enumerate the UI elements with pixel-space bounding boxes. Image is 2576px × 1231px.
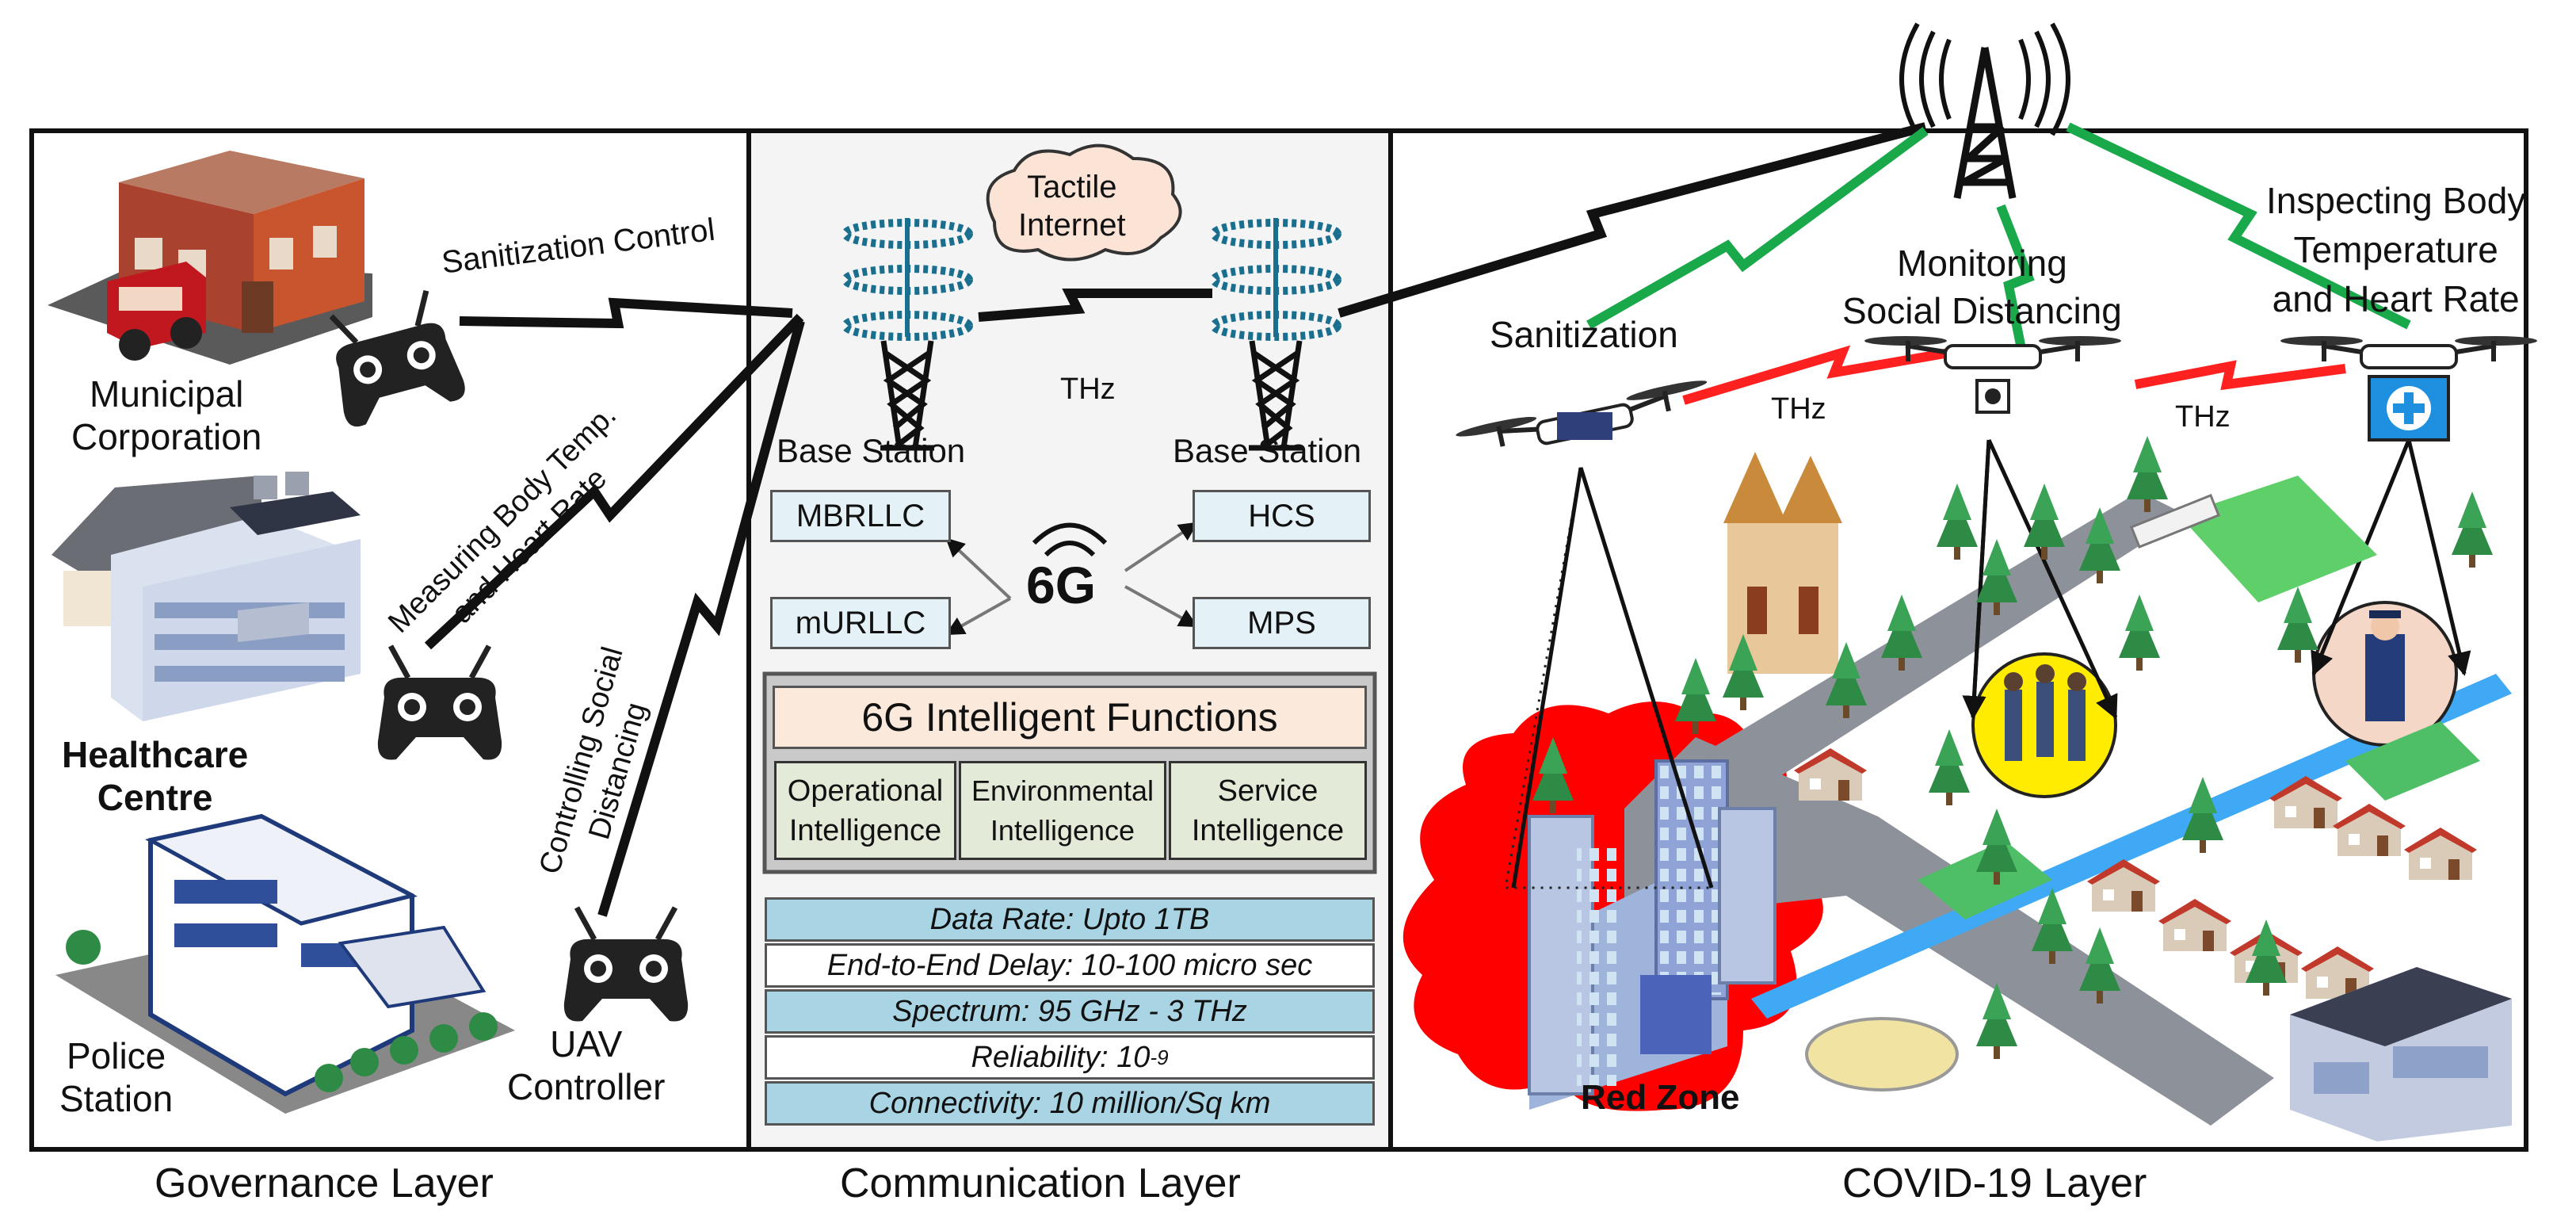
municipal-corporation-label: Municipal Corporation [71,373,262,457]
police-station-illustration [55,813,515,1114]
green-link-inspecting [2066,122,2411,330]
skyscraper-windows-1 [1577,848,1624,1086]
controller-icon-healthcare [378,646,502,760]
spec-reliability-text: Reliability: 10 [971,1040,1151,1074]
arrow-to-mbrllc [945,537,1012,600]
outer-frame [29,128,2528,1152]
controller-icon-uav [564,908,688,1022]
inspecting-drone-icon [2280,336,2537,442]
tactile-internet-cloud [986,143,1182,262]
murllc-box: mURLLC [770,597,951,649]
spray-edge-left [1511,467,1583,889]
spec-spectrum: Spectrum: 95 GHz - 3 THz [765,989,1375,1034]
red-zone-label: Red Zone [1581,1078,1740,1117]
inspect-arrow-right [2406,439,2471,676]
bottom-right-building [2290,967,2512,1141]
sixg-label: 6G [1026,556,1097,614]
mps-box: MPS [1193,597,1371,649]
link-sanitization-bolt [459,297,793,329]
green-link-monitoring [1996,204,2035,346]
sanitization-label: Sanitization [1490,314,1678,355]
spray-edge-right [1578,467,1714,889]
monitoring-drone-icon [1864,336,2121,414]
spec-reliability: Reliability: 10-9 [765,1035,1375,1080]
arrow-to-hcs [1124,522,1198,572]
uav-controller-label: UAV Controller [507,1023,666,1107]
garden-1 [1918,840,2052,919]
spec-delay: End-to-End Delay: 10-100 micro sec [765,943,1375,988]
covid-layer-title: COVID-19 Layer [1842,1160,2147,1206]
environmental-intelligence-cell: Environmental Intelligence [959,761,1166,860]
thz-label-1: THz [1771,392,1826,426]
monitoring-arrow-left [1962,439,1991,720]
police-station-label: Police Station [59,1035,174,1119]
thz-label-2: THz [2175,400,2231,434]
spec-data-rate: Data Rate: Upto 1TB [765,897,1375,942]
backhaul-link-bolt [1338,122,1927,318]
operational-intelligence-cell: Operational Intelligence [774,761,956,860]
thz-link-label: THz [1060,373,1116,406]
arrow-to-mps [1124,585,1199,628]
warehouse [2130,494,2220,549]
spec-connectivity: Connectivity: 10 million/Sq km [765,1081,1375,1126]
hcs-box: HCS [1193,490,1371,542]
thz-link-bolt [978,289,1212,322]
arrow-to-murllc [945,597,1011,636]
main-tower-icon [1899,22,2070,199]
intelligent-functions-title: 6G Intelligent Functions [773,686,1367,749]
stadium [1805,1017,1959,1091]
base-station-left-label: Base Station [777,432,966,469]
park-lawn [2179,476,2377,602]
tactile-internet-label: Tactile Internet [1018,170,1126,243]
people-icon-group [2004,664,2086,761]
red-link-thz-1 [1682,345,1951,405]
base-station-right-label: Base Station [1173,432,1362,469]
garden-2 [2345,721,2480,801]
spec-reliability-exponent: -9 [1150,1045,1169,1069]
skyscraper-windows-2 [1660,765,1723,995]
skyscraper-4 [1640,975,1712,1054]
road-upper [1704,491,2187,785]
police-officer-icon [2365,610,2405,721]
communication-layer-title: Communication Layer [840,1160,1241,1206]
sanitization-drone-icon [1455,377,1712,461]
mbrllc-box: MBRLLC [770,490,951,542]
river [1751,674,2512,1019]
governance-layer-title: Governance Layer [155,1160,494,1206]
healthcare-building-illustration [52,472,361,721]
house-4 [2404,828,2477,880]
wifi-6g-icon [1032,522,1108,557]
monitoring-arrow-right [1986,438,2118,720]
house-6 [2158,899,2231,951]
healthcare-centre-label: Healthcare Centre [62,734,249,818]
link-social-bolt [597,319,805,917]
house-3 [2333,804,2406,856]
municipal-building-illustration [48,151,372,365]
monitoring-social-distancing-label: Monitoring Social Distancing [1842,243,2122,331]
red-link-thz-2 [2134,360,2346,391]
skyscraper-3 [1718,807,1776,984]
green-link-sanitization [1586,127,1929,330]
inspecting-body-temp-label: Inspecting Body Temperature and Heart Ra… [2266,180,2526,319]
service-intelligence-cell: Service Intelligence [1169,761,1367,860]
link-body-temp-bolt [424,313,804,650]
